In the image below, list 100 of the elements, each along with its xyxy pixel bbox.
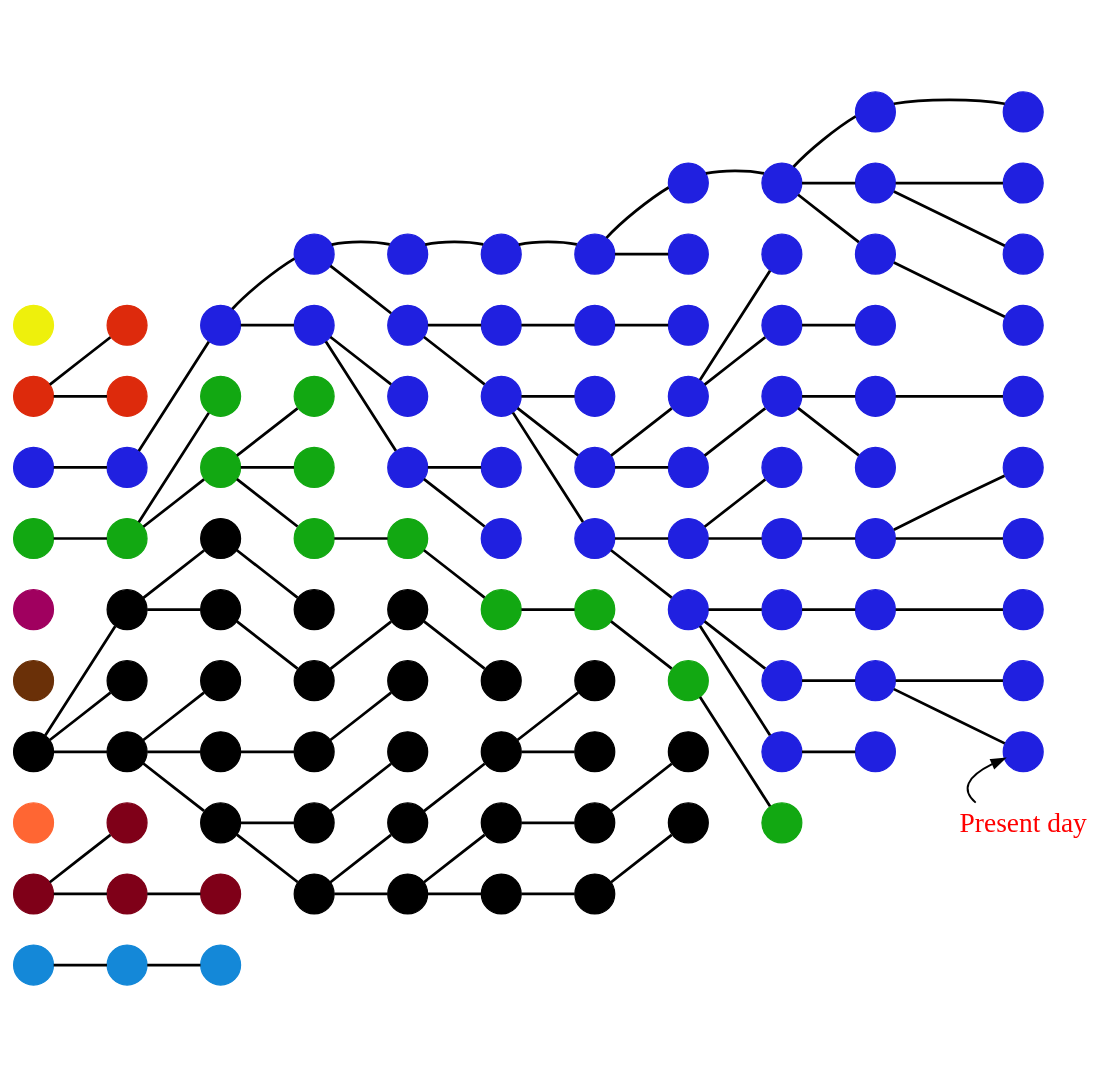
node-circle <box>200 943 242 986</box>
node-circle <box>854 304 896 346</box>
node-circle <box>854 161 896 204</box>
connector <box>521 394 575 398</box>
connector <box>427 323 482 327</box>
connector <box>802 607 856 611</box>
node-circle <box>574 872 616 915</box>
connector <box>425 240 484 246</box>
connector <box>240 323 295 327</box>
node-circle <box>574 446 616 488</box>
node-circle <box>761 446 803 488</box>
node-circle <box>12 375 55 417</box>
connector <box>147 963 201 966</box>
node-circle <box>387 446 429 488</box>
node-circle <box>387 730 429 772</box>
node-circle <box>480 801 522 843</box>
node-circle <box>854 233 896 275</box>
node-circle <box>480 872 522 915</box>
node-circle <box>387 233 429 275</box>
connector <box>893 473 1006 531</box>
connector <box>521 749 575 753</box>
node-circle <box>106 659 148 701</box>
node-circle <box>854 90 896 133</box>
node-circle <box>854 730 896 772</box>
connector <box>329 264 392 314</box>
connector <box>516 691 579 741</box>
node-circle <box>480 375 522 417</box>
connector <box>797 406 860 456</box>
connector <box>703 477 767 528</box>
node-circle <box>106 517 148 559</box>
connector <box>423 833 486 883</box>
connector <box>423 335 486 385</box>
connector <box>53 892 107 895</box>
node-circle <box>12 446 55 488</box>
node-circle <box>1002 304 1044 346</box>
connector <box>142 477 205 528</box>
connector <box>236 548 299 599</box>
node-circle <box>200 588 242 630</box>
node-circle <box>293 801 335 843</box>
connector <box>44 624 117 736</box>
node-circle <box>293 730 335 772</box>
node-circle <box>106 375 148 417</box>
node-circle <box>387 304 429 346</box>
node-circle <box>200 659 242 701</box>
connector <box>423 762 486 812</box>
connector <box>802 678 856 682</box>
node-circle <box>293 517 335 559</box>
connector <box>48 833 112 883</box>
node-circle <box>12 872 55 915</box>
connector <box>614 465 669 469</box>
connector <box>610 833 673 883</box>
connector <box>610 619 673 670</box>
node-circle <box>1002 161 1044 204</box>
connector <box>334 892 388 895</box>
connector <box>329 691 392 741</box>
node-circle <box>200 801 242 843</box>
connector <box>698 695 772 807</box>
node-circle <box>387 801 429 843</box>
node-circle <box>667 446 709 488</box>
connector <box>521 607 575 611</box>
connector <box>895 607 1003 611</box>
connector <box>895 678 1003 682</box>
node-circle <box>12 659 55 701</box>
connector <box>236 619 299 670</box>
connector <box>802 749 856 753</box>
connector <box>48 335 112 386</box>
node-circle <box>293 659 335 701</box>
node-circle <box>480 730 522 772</box>
node-circle <box>12 730 55 772</box>
node-circle <box>1002 375 1044 417</box>
node-circle <box>200 730 242 772</box>
node-circle <box>293 375 335 417</box>
connector <box>521 892 575 895</box>
node-circle <box>1002 659 1044 701</box>
connector <box>329 762 392 812</box>
connector <box>147 749 201 753</box>
connector <box>137 340 210 452</box>
connector <box>893 260 1006 318</box>
node-circle <box>480 659 522 701</box>
node-circle <box>761 304 803 346</box>
node-circle <box>574 375 616 417</box>
node-circle <box>854 659 896 701</box>
connector <box>895 394 1003 398</box>
node-circle <box>480 233 522 275</box>
connector <box>703 406 767 457</box>
node-circle <box>1002 730 1044 772</box>
connector <box>703 335 767 386</box>
node-circle <box>1002 446 1044 488</box>
connector <box>137 411 210 523</box>
connector <box>142 761 205 812</box>
connector <box>895 181 1003 184</box>
connector <box>802 181 856 184</box>
connector <box>236 477 299 528</box>
connector <box>518 240 578 246</box>
connector <box>147 892 201 895</box>
connector <box>236 833 299 883</box>
connector <box>610 406 673 457</box>
connector <box>614 252 669 255</box>
connector <box>53 749 107 753</box>
node-circle <box>574 304 616 346</box>
